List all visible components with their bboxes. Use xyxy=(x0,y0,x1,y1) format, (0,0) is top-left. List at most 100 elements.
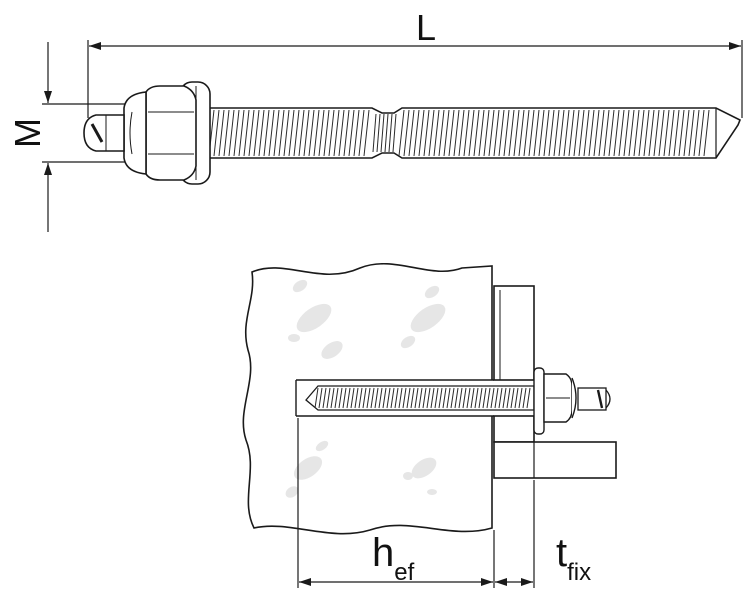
thread-line xyxy=(398,109,405,157)
thread-line xyxy=(423,109,430,157)
thread-line xyxy=(454,387,459,409)
rod-thread-lines xyxy=(208,109,710,157)
thread-line xyxy=(442,387,447,409)
thread-line xyxy=(273,109,280,157)
thread-line xyxy=(613,109,620,157)
hex-nut-front-face xyxy=(123,91,147,175)
thread-line xyxy=(362,387,367,409)
thread-line xyxy=(623,109,630,157)
thread-line xyxy=(322,387,327,409)
thread-line xyxy=(506,387,511,409)
thread-line xyxy=(508,109,515,157)
thread-line xyxy=(426,387,431,409)
thread-line xyxy=(318,109,325,157)
thread-line xyxy=(233,109,240,157)
thread-line xyxy=(482,387,487,409)
thread-line xyxy=(378,387,383,409)
aggregate-stone xyxy=(315,440,329,452)
thread-line xyxy=(223,109,230,157)
aggregate-stone xyxy=(292,279,308,293)
thread-line xyxy=(638,109,645,157)
thread-line xyxy=(563,109,570,157)
thread-line xyxy=(503,109,510,157)
thread-line xyxy=(486,387,491,409)
concrete-aggregate xyxy=(285,279,446,498)
installed-washer xyxy=(533,367,545,435)
thread-line xyxy=(298,109,305,157)
thread-line xyxy=(283,109,290,157)
thread-line xyxy=(394,387,399,409)
thread-line xyxy=(522,387,527,409)
thread-line xyxy=(278,109,285,157)
thread-line xyxy=(588,109,595,157)
thread-line xyxy=(430,387,435,409)
thread-line xyxy=(498,109,505,157)
thread-line xyxy=(392,113,397,153)
thread-line xyxy=(443,109,450,157)
thread-line xyxy=(510,387,515,409)
thread-line xyxy=(478,109,485,157)
thread-line xyxy=(703,109,710,157)
thread-line xyxy=(698,109,705,157)
thread-line xyxy=(548,109,555,157)
thread-line xyxy=(470,387,475,409)
length-label: L xyxy=(416,7,436,48)
thread-line xyxy=(218,109,225,157)
threaded-rod xyxy=(195,107,742,159)
thread-line xyxy=(268,109,275,157)
thread-line xyxy=(418,109,425,157)
thread-line xyxy=(422,387,427,409)
thread-line xyxy=(330,387,335,409)
thread-line xyxy=(346,387,351,409)
installed-rod-end-slot xyxy=(596,389,604,409)
aggregate-stone xyxy=(296,303,332,333)
diameter-label: M xyxy=(7,118,48,148)
thread-line xyxy=(308,109,315,157)
thread-line xyxy=(380,113,385,153)
thread-line xyxy=(372,113,377,153)
thread-line xyxy=(478,387,483,409)
thread-line xyxy=(558,109,565,157)
tfix-label-subscript: fix xyxy=(567,559,591,586)
thread-line xyxy=(678,109,685,157)
thread-line xyxy=(618,109,625,157)
thread-line xyxy=(403,109,410,157)
thread-line xyxy=(353,109,360,157)
thread-line xyxy=(474,387,479,409)
installed-anchor-section: hef tfix xyxy=(242,263,617,588)
installed-rod-thread-lines xyxy=(314,387,531,409)
thread-line xyxy=(384,113,389,153)
thread-line xyxy=(483,109,490,157)
thread-line xyxy=(390,387,395,409)
thread-line xyxy=(462,387,467,409)
thread-line xyxy=(374,387,379,409)
thread-line xyxy=(293,109,300,157)
aggregate-stone xyxy=(321,341,343,359)
aggregate-stone xyxy=(288,334,300,342)
thread-line xyxy=(326,387,331,409)
thread-line xyxy=(418,387,423,409)
thread-line xyxy=(238,109,245,157)
thread-line xyxy=(568,109,575,157)
thread-line xyxy=(350,387,355,409)
thread-line xyxy=(333,109,340,157)
thread-line xyxy=(593,109,600,157)
thread-line xyxy=(603,109,610,157)
slotted-rod-end xyxy=(83,114,125,152)
thread-line xyxy=(338,109,345,157)
hef-label: hef xyxy=(372,531,415,586)
thread-line xyxy=(303,109,310,157)
thread-line xyxy=(466,387,471,409)
thread-line xyxy=(343,109,350,157)
thread-line xyxy=(488,109,495,157)
rod-outline xyxy=(195,107,742,159)
thread-line xyxy=(578,109,585,157)
thread-line xyxy=(334,387,339,409)
thread-line xyxy=(314,387,319,409)
rod-end-slot xyxy=(90,123,104,143)
thread-line xyxy=(658,109,665,157)
thread-line xyxy=(648,109,655,157)
thread-line xyxy=(663,109,670,157)
thread-line xyxy=(513,109,520,157)
thread-line xyxy=(628,109,635,157)
